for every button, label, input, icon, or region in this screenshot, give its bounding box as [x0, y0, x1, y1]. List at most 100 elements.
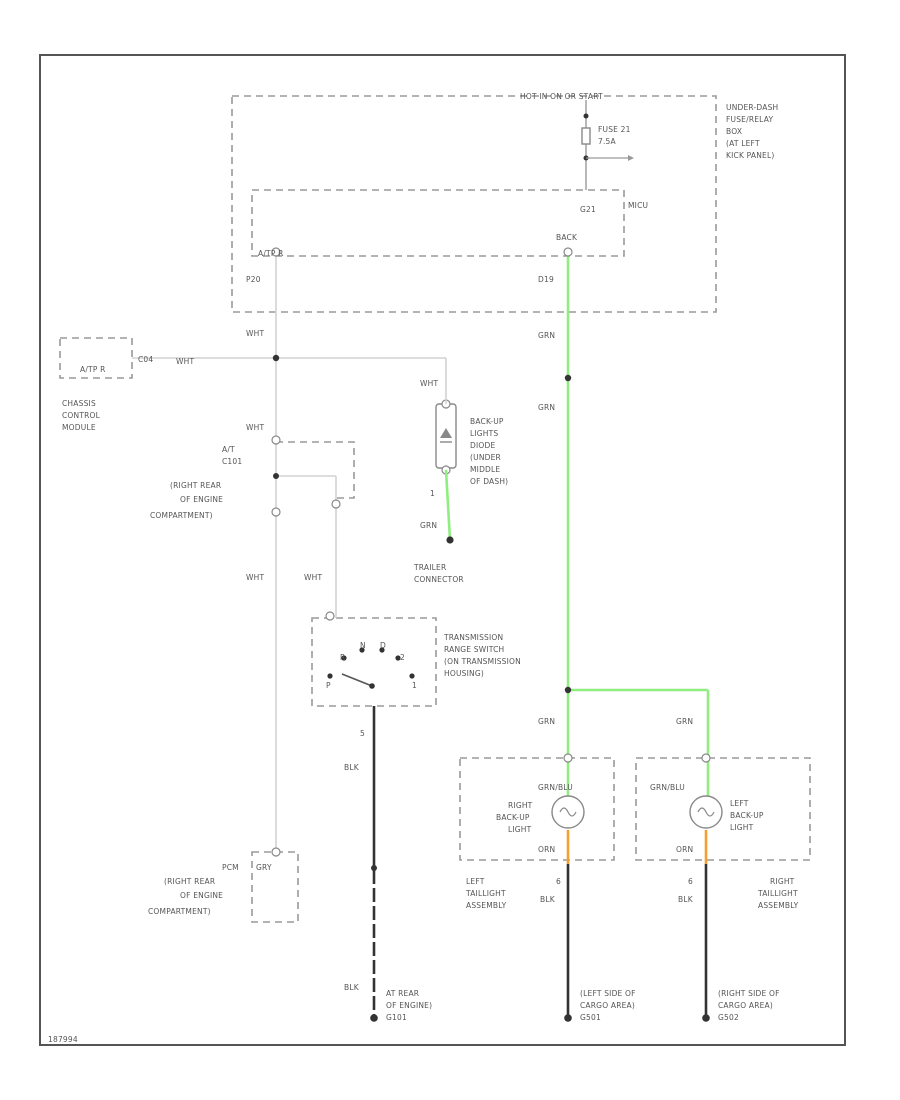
blk-label-2: BLK — [344, 983, 360, 992]
left-backup-label-2: BACK-UP — [730, 811, 764, 820]
gray-wires — [132, 256, 447, 852]
fuse-box-label-5: KICK PANEL) — [726, 151, 775, 160]
chassis-control-module-box — [59, 337, 133, 379]
blk-label-1: BLK — [344, 763, 360, 772]
diode-label-2: LIGHTS — [470, 429, 498, 438]
pcm-label-3: OF ENGINE — [180, 891, 223, 900]
grn-label-5: GRN — [676, 717, 693, 726]
g501-label-1: (LEFT SIDE OF — [580, 989, 636, 998]
pcm-label-2: (RIGHT REAR — [164, 877, 215, 886]
p20-label: P20 — [246, 275, 261, 284]
d19-label: D19 — [538, 275, 554, 284]
backup-lights-diode — [435, 399, 457, 475]
g501-label-3: G501 — [580, 1013, 601, 1022]
right-taillight-box — [635, 757, 811, 861]
at-c101-label-1: A/T — [222, 445, 235, 454]
trans-switch-label-3: (ON TRANSMISSION — [444, 657, 521, 666]
fuse-box-label-1: UNDER-DASH — [726, 103, 778, 112]
g502-label-2: CARGO AREA) — [718, 1001, 773, 1010]
grn-blu-label-1: GRN/BLU — [538, 783, 573, 792]
g502-label-1: (RIGHT SIDE OF — [718, 989, 780, 998]
left-backup-label-1: LEFT — [730, 799, 749, 808]
c04-label: C04 — [138, 355, 153, 364]
range-switch-contacts — [327, 647, 415, 689]
pcm-label-4: COMPARTMENT) — [148, 907, 211, 916]
grn-label-2: GRN — [538, 403, 555, 412]
at-c101-label-2: C101 — [222, 457, 242, 466]
wht-label-5: WHT — [246, 573, 264, 582]
at-c101-label-5: COMPARTMENT) — [150, 511, 213, 520]
diode-label-5: MIDDLE — [470, 465, 500, 474]
atp-r-pin-label: A/TP R — [258, 249, 284, 258]
fuse-label-2: 7.5A — [598, 137, 617, 146]
switch-pin-label: 5 — [360, 729, 365, 738]
green-wires — [444, 256, 710, 800]
footer-code: 187994 — [48, 1035, 78, 1044]
pcm-label-1: PCM — [222, 863, 239, 872]
transmission-range-switch-box — [311, 617, 437, 707]
diode-label-4: (UNDER — [470, 453, 501, 462]
atp-r-box-label: A/TP R — [80, 365, 106, 374]
right-backup-label-2: BACK-UP — [496, 813, 530, 822]
at-c101-label-4: OF ENGINE — [180, 495, 223, 504]
grn-blu-label-2: GRN/BLU — [650, 783, 685, 792]
pin-6b-label: 6 — [688, 877, 693, 886]
pcm-pin-label: GRY — [256, 863, 272, 872]
right-backup-label-3: LIGHT — [508, 825, 532, 834]
pin-6a-label: 6 — [556, 877, 561, 886]
micu-label: MICU — [628, 201, 648, 210]
right-backup-bulb — [551, 795, 585, 829]
right-backup-label-1: RIGHT — [508, 801, 533, 810]
fuse-box-label-3: BOX — [726, 127, 742, 136]
micu-box — [251, 189, 625, 257]
micu-connector-label: G21 — [580, 205, 596, 214]
left-taillight-label-2: TAILLIGHT — [465, 889, 506, 898]
at-c101-label-3: (RIGHT REAR — [170, 481, 221, 490]
pcm-box — [251, 851, 299, 923]
left-taillight-label-1: LEFT — [466, 877, 485, 886]
left-backup-bulb — [689, 795, 723, 829]
diode-label-6: OF DASH) — [470, 477, 508, 486]
hot-in-on-label: HOT IN ON OR START — [520, 92, 603, 101]
fuse-21 — [581, 100, 634, 190]
at-c101-box — [276, 441, 355, 499]
trans-switch-label-2: RANGE SWITCH — [444, 645, 504, 654]
g501-label-2: CARGO AREA) — [580, 1001, 635, 1010]
wht-label-1: WHT — [246, 329, 264, 338]
back-pin-label: BACK — [556, 233, 578, 242]
orn-label-2: ORN — [676, 845, 693, 854]
fuse-label-1: FUSE 21 — [598, 125, 631, 134]
left-taillight-label-3: ASSEMBLY — [466, 901, 507, 910]
orange-wires — [566, 830, 708, 864]
switch-pos-n: N — [360, 641, 366, 650]
left-backup-label-3: LIGHT — [730, 823, 754, 832]
chassis-module-label-2: CONTROL — [62, 411, 101, 420]
trailer-connector-label-1: TRAILER — [413, 563, 446, 572]
right-taillight-label-3: ASSEMBLY — [758, 901, 799, 910]
outer-frame — [39, 54, 846, 1046]
g101-label-2: OF ENGINE) — [386, 1001, 432, 1010]
switch-pos-r: R — [340, 653, 345, 662]
trailer-connector-label-2: CONNECTOR — [414, 575, 464, 584]
left-taillight-box — [459, 757, 615, 861]
switch-pos-d: D — [380, 641, 386, 650]
diode-label-3: DIODE — [470, 441, 495, 450]
grn-label-4: GRN — [538, 717, 555, 726]
diode-pin-label: 1 — [430, 489, 435, 498]
trans-switch-label-4: HOUSING) — [444, 669, 484, 678]
fuse-box-label-2: FUSE/RELAY — [726, 115, 773, 124]
wht-label-6: WHT — [304, 573, 322, 582]
right-taillight-label-2: TAILLIGHT — [757, 889, 798, 898]
wht-label-4: WHT — [246, 423, 264, 432]
g101-label-1: AT REAR — [386, 989, 419, 998]
diode-label-1: BACK-UP — [470, 417, 504, 426]
fuse-relay-box — [231, 95, 717, 313]
wht-label-2: WHT — [176, 357, 194, 366]
splice-dots — [272, 354, 710, 1022]
blk-label-3: BLK — [540, 895, 556, 904]
g502-label-3: G502 — [718, 1013, 739, 1022]
right-taillight-label-1: RIGHT — [770, 877, 795, 886]
switch-pos-2: 2 — [400, 653, 405, 662]
